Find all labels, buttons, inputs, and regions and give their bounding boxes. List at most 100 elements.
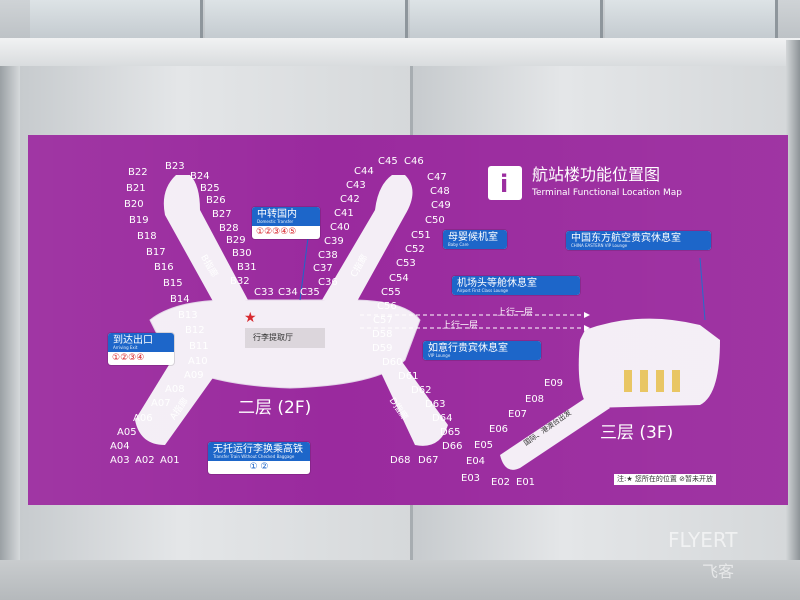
gate-label: A07: [151, 398, 171, 409]
gate-label: E09: [544, 378, 564, 389]
gate-label: D68: [390, 455, 411, 466]
gate-label: C37: [313, 263, 333, 274]
callout-line: [299, 237, 309, 301]
callout-line: [699, 257, 706, 321]
arrival-numbers: ①②③④: [112, 353, 145, 364]
eastern-subtitle: CHINA EASTERN VIP Lounge: [571, 243, 628, 248]
eastern-title: 中国东方航空贵宾休息室: [571, 233, 681, 244]
pier-a: [135, 355, 215, 445]
gate-label: C41: [334, 208, 354, 219]
baggage-hall-shape: [245, 328, 325, 348]
gate-label: E04: [466, 456, 486, 467]
gate-label: D61: [398, 371, 419, 382]
upper-glass: [605, 0, 778, 38]
gate-label: A08: [165, 384, 185, 395]
gate-label: B25: [200, 183, 220, 194]
upper-glass: [410, 0, 603, 38]
gate-label: A02: [135, 455, 155, 466]
gate-label: B32: [230, 276, 250, 287]
legend-here: 注:★ 您所在的位置: [617, 475, 677, 483]
gate-label: D67: [418, 455, 439, 466]
gate-label: B23: [165, 161, 185, 172]
transfer-title: 中转国内: [257, 209, 297, 220]
train-numbers: ① ②: [249, 462, 269, 473]
gate-label: E03: [461, 473, 481, 484]
gate-label: C46: [404, 156, 424, 167]
gate-label: B21: [126, 183, 146, 194]
floor-2f-label: 二层 (2F): [238, 398, 312, 418]
left-frame: [0, 66, 20, 600]
vip-title: 如意行贵宾休息室: [428, 343, 508, 354]
you-are-here-star: ★: [244, 310, 257, 326]
gate-label: D65: [440, 427, 461, 438]
pier-d: [375, 352, 448, 446]
gate-label: C47: [427, 172, 447, 183]
gate-label: A09: [184, 370, 204, 381]
first-class-subtitle: Airport First Class Lounge: [457, 288, 509, 293]
gate-label: C52: [405, 244, 425, 255]
gate-label: B27: [212, 209, 232, 220]
gate-label: C43: [346, 180, 366, 191]
pier-e: [500, 395, 610, 470]
gate-label: E07: [508, 409, 528, 420]
gate-label: C40: [330, 222, 350, 233]
gate-label: B29: [226, 235, 246, 246]
gate-label: B19: [129, 215, 149, 226]
gate-label: C39: [324, 236, 344, 247]
gate-label: A04: [110, 441, 130, 452]
gate-label: D62: [411, 385, 432, 396]
gate-label: B22: [128, 167, 148, 178]
map-subtitle: Terminal Functional Location Map: [532, 188, 682, 198]
gate-label: B17: [146, 247, 166, 258]
gate-label: C44: [354, 166, 374, 177]
route-arrow: [584, 312, 590, 318]
gate-label: E06: [489, 424, 509, 435]
arrival-subtitle: Arriving Exit: [113, 345, 138, 350]
gate-label: C53: [396, 258, 416, 269]
counter: [624, 370, 632, 392]
gate-label: C51: [411, 230, 431, 241]
gate-label: B11: [189, 341, 209, 352]
floor-3f-label: 三层 (3F): [600, 423, 674, 443]
pier-b: [163, 175, 248, 305]
gate-label: B12: [185, 325, 205, 336]
lower-route-label: 上行一层: [442, 321, 479, 331]
baby-care-title: 母婴候机室: [448, 232, 498, 243]
watermark-cn: 飞客: [702, 562, 735, 581]
concourse-3f: [578, 318, 720, 408]
gate-label: B26: [206, 195, 226, 206]
vip-subtitle: VIP Lounge: [428, 353, 451, 358]
gate-label: C36: [318, 277, 338, 288]
upper-glass: [205, 0, 408, 38]
counter: [672, 370, 680, 392]
gate-label: A01: [160, 455, 180, 466]
gate-label: C50: [425, 215, 445, 226]
gate-label: C34: [278, 287, 298, 298]
upper-route-label: 上行一层: [497, 308, 534, 318]
info-icon-glyph: i: [500, 170, 508, 198]
route-arrow: [584, 325, 590, 331]
gate-label: B24: [190, 171, 210, 182]
gate-label: C49: [431, 200, 451, 211]
gate-label: B18: [137, 231, 157, 242]
gate-label: B20: [124, 199, 144, 210]
baby-care-subtitle: Baby Care: [448, 242, 469, 247]
arrival-title: 到达出口: [113, 335, 153, 346]
floor: [0, 560, 800, 600]
map-title: 航站楼功能位置图: [532, 165, 661, 184]
gate-label: B31: [237, 262, 257, 273]
gate-label: B15: [163, 278, 183, 289]
counter: [640, 370, 648, 392]
gate-label: C45: [378, 156, 398, 167]
gate-label: C56: [377, 301, 397, 312]
gate-label: C42: [340, 194, 360, 205]
gate-label: C35: [300, 287, 320, 298]
right-frame: [786, 40, 800, 600]
